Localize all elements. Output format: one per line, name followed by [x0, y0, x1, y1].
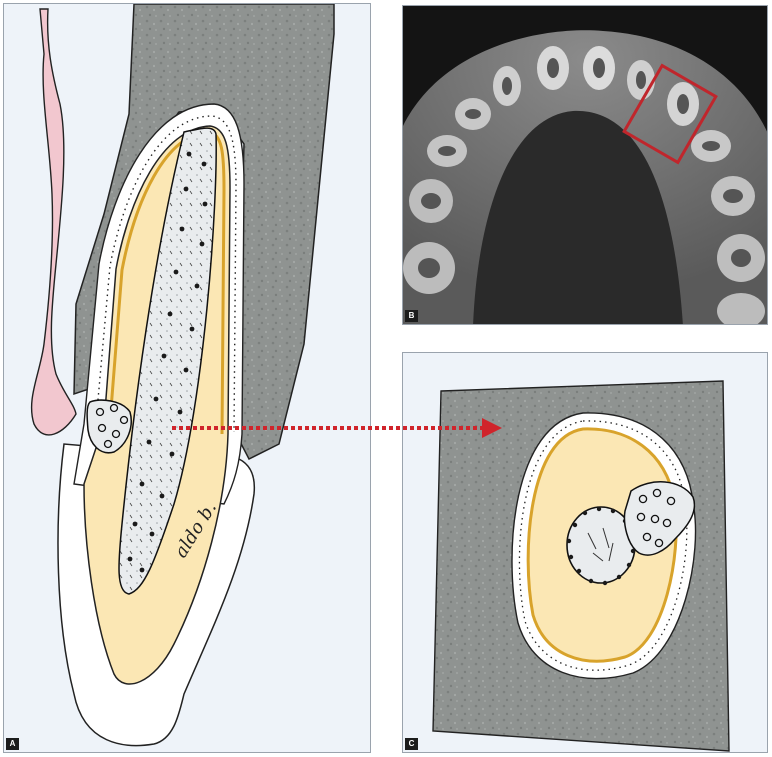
gingiva: [30, 8, 77, 436]
ct-teeth: [403, 46, 765, 324]
tooth-cross-section-illustration: [432, 380, 730, 752]
panel-b-ct-scan: B: [402, 5, 768, 325]
ct-axial-image: [403, 6, 767, 324]
panel-label-c: C: [405, 738, 418, 750]
lateral-lesion-cross-section: [623, 481, 696, 556]
region-of-interest-box: [622, 63, 718, 165]
panel-a-longitudinal-section: aldo b. A: [3, 3, 371, 753]
lateral-lesion: [86, 399, 132, 454]
root-canal-pulp: [118, 127, 217, 595]
panel-label-b: B: [405, 310, 418, 322]
panel-label-a: A: [6, 738, 19, 750]
palate-region: [473, 110, 683, 324]
panel-c-cross-section: C: [402, 352, 768, 753]
tooth-longitudinal-illustration: aldo b.: [30, 4, 335, 747]
pulp-dots: [127, 151, 208, 573]
